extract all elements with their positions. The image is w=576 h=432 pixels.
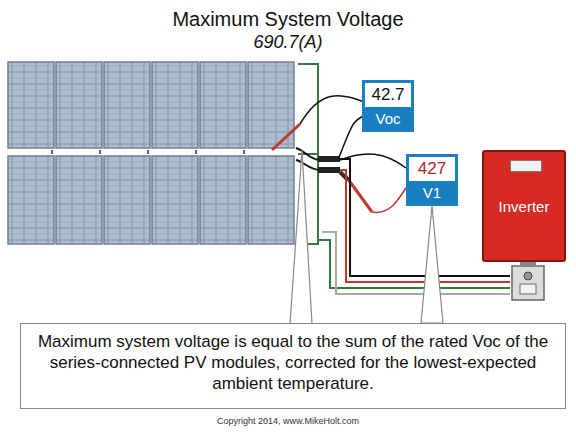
- copyright-note: Copyright 2014, www.MikeHolt.com: [0, 416, 576, 426]
- nameplate: [510, 160, 542, 172]
- diagram-title: Maximum System Voltage: [0, 8, 576, 31]
- meter-label: V1: [409, 181, 455, 203]
- node-text: Inverter: [499, 198, 550, 215]
- node-text: Maximum system voltage is equal to the s…: [33, 331, 553, 394]
- callout-pointer: [421, 206, 443, 323]
- meter-reading: 42.7: [365, 83, 411, 107]
- voc-meter: 42.7Voc: [362, 80, 414, 132]
- meter-label: Voc: [365, 107, 411, 129]
- meter-reading: 427: [409, 157, 455, 181]
- inverter-box: Inverter: [482, 150, 566, 262]
- code-reference: 690.7(A): [0, 32, 576, 53]
- callout-box: Maximum system voltage is equal to the s…: [20, 323, 566, 409]
- v1-meter: 427V1: [406, 154, 458, 206]
